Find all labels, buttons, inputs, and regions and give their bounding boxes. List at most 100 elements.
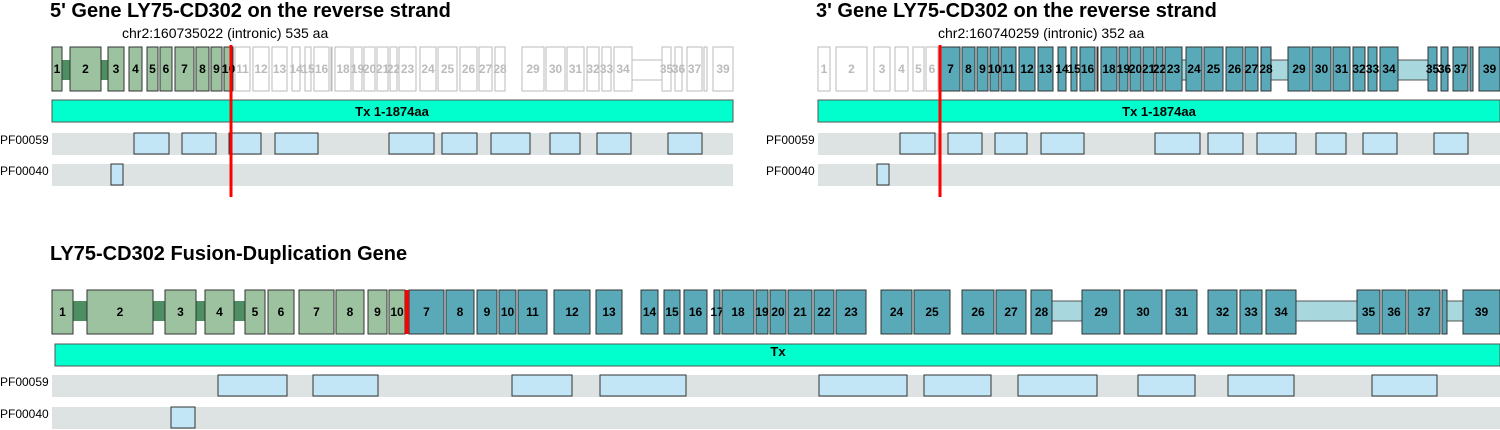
fusion-exon <box>204 289 235 335</box>
five-prime-exon-number: 8 <box>199 62 206 76</box>
three-prime-track-label-pf00040: PF00040 <box>766 164 815 178</box>
five-prime-exon-number: 23 <box>401 62 415 76</box>
fusion-exon-number: 32 <box>1216 305 1230 319</box>
pf00059-domain-box <box>490 132 531 155</box>
fusion-exon-number: 21 <box>793 305 807 319</box>
five-prime-exon-number: 7 <box>181 62 188 76</box>
five-prime-exon-number: 22 <box>387 62 401 76</box>
fusion-exon-number: 7 <box>313 305 320 319</box>
three-prime-exon <box>961 46 976 92</box>
fusion-exon <box>164 289 197 335</box>
three-prime-exon-number: 15 <box>1067 62 1081 76</box>
five-prime-exon <box>234 46 251 92</box>
fusion-exon <box>1407 289 1441 335</box>
three-prime-exon-number: 24 <box>1187 62 1201 76</box>
fusion-exon <box>663 289 681 335</box>
five-prime-exon <box>352 46 363 92</box>
three-prime-exon <box>1440 46 1449 92</box>
fusion-exon <box>1207 289 1238 335</box>
pf00059-domain-box <box>441 132 478 155</box>
three-prime-exon <box>1129 46 1142 92</box>
three-prime-exon-number: 6 <box>929 62 936 76</box>
three-prime-exon <box>1018 46 1036 92</box>
five-prime-exon <box>223 46 234 92</box>
five-prime-exon-number: 25 <box>441 62 455 76</box>
pf00059-domain-box <box>274 132 319 155</box>
five-prime-exon-number: 21 <box>376 62 390 76</box>
fusion-exon <box>961 289 995 335</box>
pf00059-domain-box <box>1315 132 1347 155</box>
three-prime-exon <box>1352 46 1366 92</box>
three-prime-exon <box>1225 46 1244 92</box>
five-prime-exon <box>712 46 734 92</box>
fusion-exon-number: 26 <box>971 305 985 319</box>
pf00059-domain-box <box>217 374 288 397</box>
three-prime-exon-number: 12 <box>1020 62 1034 76</box>
three-prime-exon-number: 10 <box>988 62 1002 76</box>
five-prime-exon <box>566 46 585 92</box>
pf00040-domain-box <box>876 163 890 186</box>
three-prime-exon <box>1287 46 1311 92</box>
fusion-exon-number: 22 <box>817 305 831 319</box>
five-prime-exon <box>334 46 352 92</box>
three-prime-exon <box>1155 46 1164 92</box>
five-prime-exon-number: 28 <box>493 62 507 76</box>
five-prime-exon-number: 24 <box>421 62 435 76</box>
fusion-utr-block <box>153 301 165 321</box>
three-prime-exon-number: 30 <box>1315 62 1329 76</box>
three-prime-intron-block <box>1397 59 1429 81</box>
five-prime-exon <box>291 46 301 92</box>
three-prime-exon-number: 1 <box>821 62 828 76</box>
three-prime-exon-number: 7 <box>947 62 954 76</box>
fusion-exon-number: 29 <box>1094 305 1108 319</box>
pf00059-domain-box <box>388 132 435 155</box>
three-prime-exon <box>1367 46 1378 92</box>
pf00059-domain-box <box>1017 374 1098 397</box>
five-prime-exon-number: 2 <box>82 62 89 76</box>
five-prime-utr-block <box>60 60 72 80</box>
fusion-exon-number: 1 <box>59 305 66 319</box>
fusion-exon <box>498 289 517 335</box>
pf00059-domain-box <box>228 132 262 155</box>
three-prime-exon-number: 11 <box>1002 62 1015 76</box>
five-prime-exon <box>210 46 223 92</box>
three-prime-track-label-pf00059: PF00059 <box>766 133 815 147</box>
five-prime-exon <box>330 46 333 92</box>
five-prime-exon <box>686 46 703 92</box>
fusion-exon <box>1381 289 1407 335</box>
five-prime-exon-number: 33 <box>600 62 614 76</box>
fusion-exon-number: 33 <box>1244 305 1258 319</box>
three-prime-exon-number: 4 <box>898 62 905 76</box>
fusion-exon-number: 10 <box>390 305 404 319</box>
five-prime-exon-number: 1 <box>54 62 61 76</box>
five-prime-exon <box>521 46 545 92</box>
fusion-exon <box>880 289 913 335</box>
five-prime-exon-number: 11 <box>236 62 249 76</box>
three-prime-exon-number: 37 <box>1454 62 1468 76</box>
five-prime-exon <box>419 46 437 92</box>
fusion-exon-number: 31 <box>1175 305 1189 319</box>
three-prime-exon <box>1164 46 1183 92</box>
five-prime-exon-number: 9 <box>213 62 220 76</box>
three-prime-exon <box>1142 46 1155 92</box>
three-prime-exon-number: 33 <box>1366 62 1380 76</box>
five-prime-exon <box>613 46 633 92</box>
fusion-exon <box>1123 289 1163 335</box>
three-prime-gene-panel: 3' Gene LY75-CD302 on the reverse strand… <box>766 0 1500 197</box>
pf00059-domain-box <box>818 374 908 397</box>
five-prime-exon-number: 13 <box>273 62 287 76</box>
three-prime-exon <box>1057 46 1067 92</box>
three-prime-transcript-label: Tx 1-1874aa <box>1122 104 1196 119</box>
three-prime-exon <box>925 46 939 92</box>
fusion-exon-number: 6 <box>278 305 285 319</box>
fusion-exon-number: 18 <box>731 305 745 319</box>
fusion-exon-number: 19 <box>755 305 769 319</box>
five-prime-exon <box>389 46 398 92</box>
fusion-track-label-pf00040: PF00040 <box>0 407 49 421</box>
fusion-exon-number: 20 <box>771 305 785 319</box>
three-prime-exon <box>1079 46 1096 92</box>
fusion-exon-number: 23 <box>844 305 858 319</box>
fusion-exon <box>835 289 867 335</box>
three-prime-exon <box>1469 46 1474 92</box>
